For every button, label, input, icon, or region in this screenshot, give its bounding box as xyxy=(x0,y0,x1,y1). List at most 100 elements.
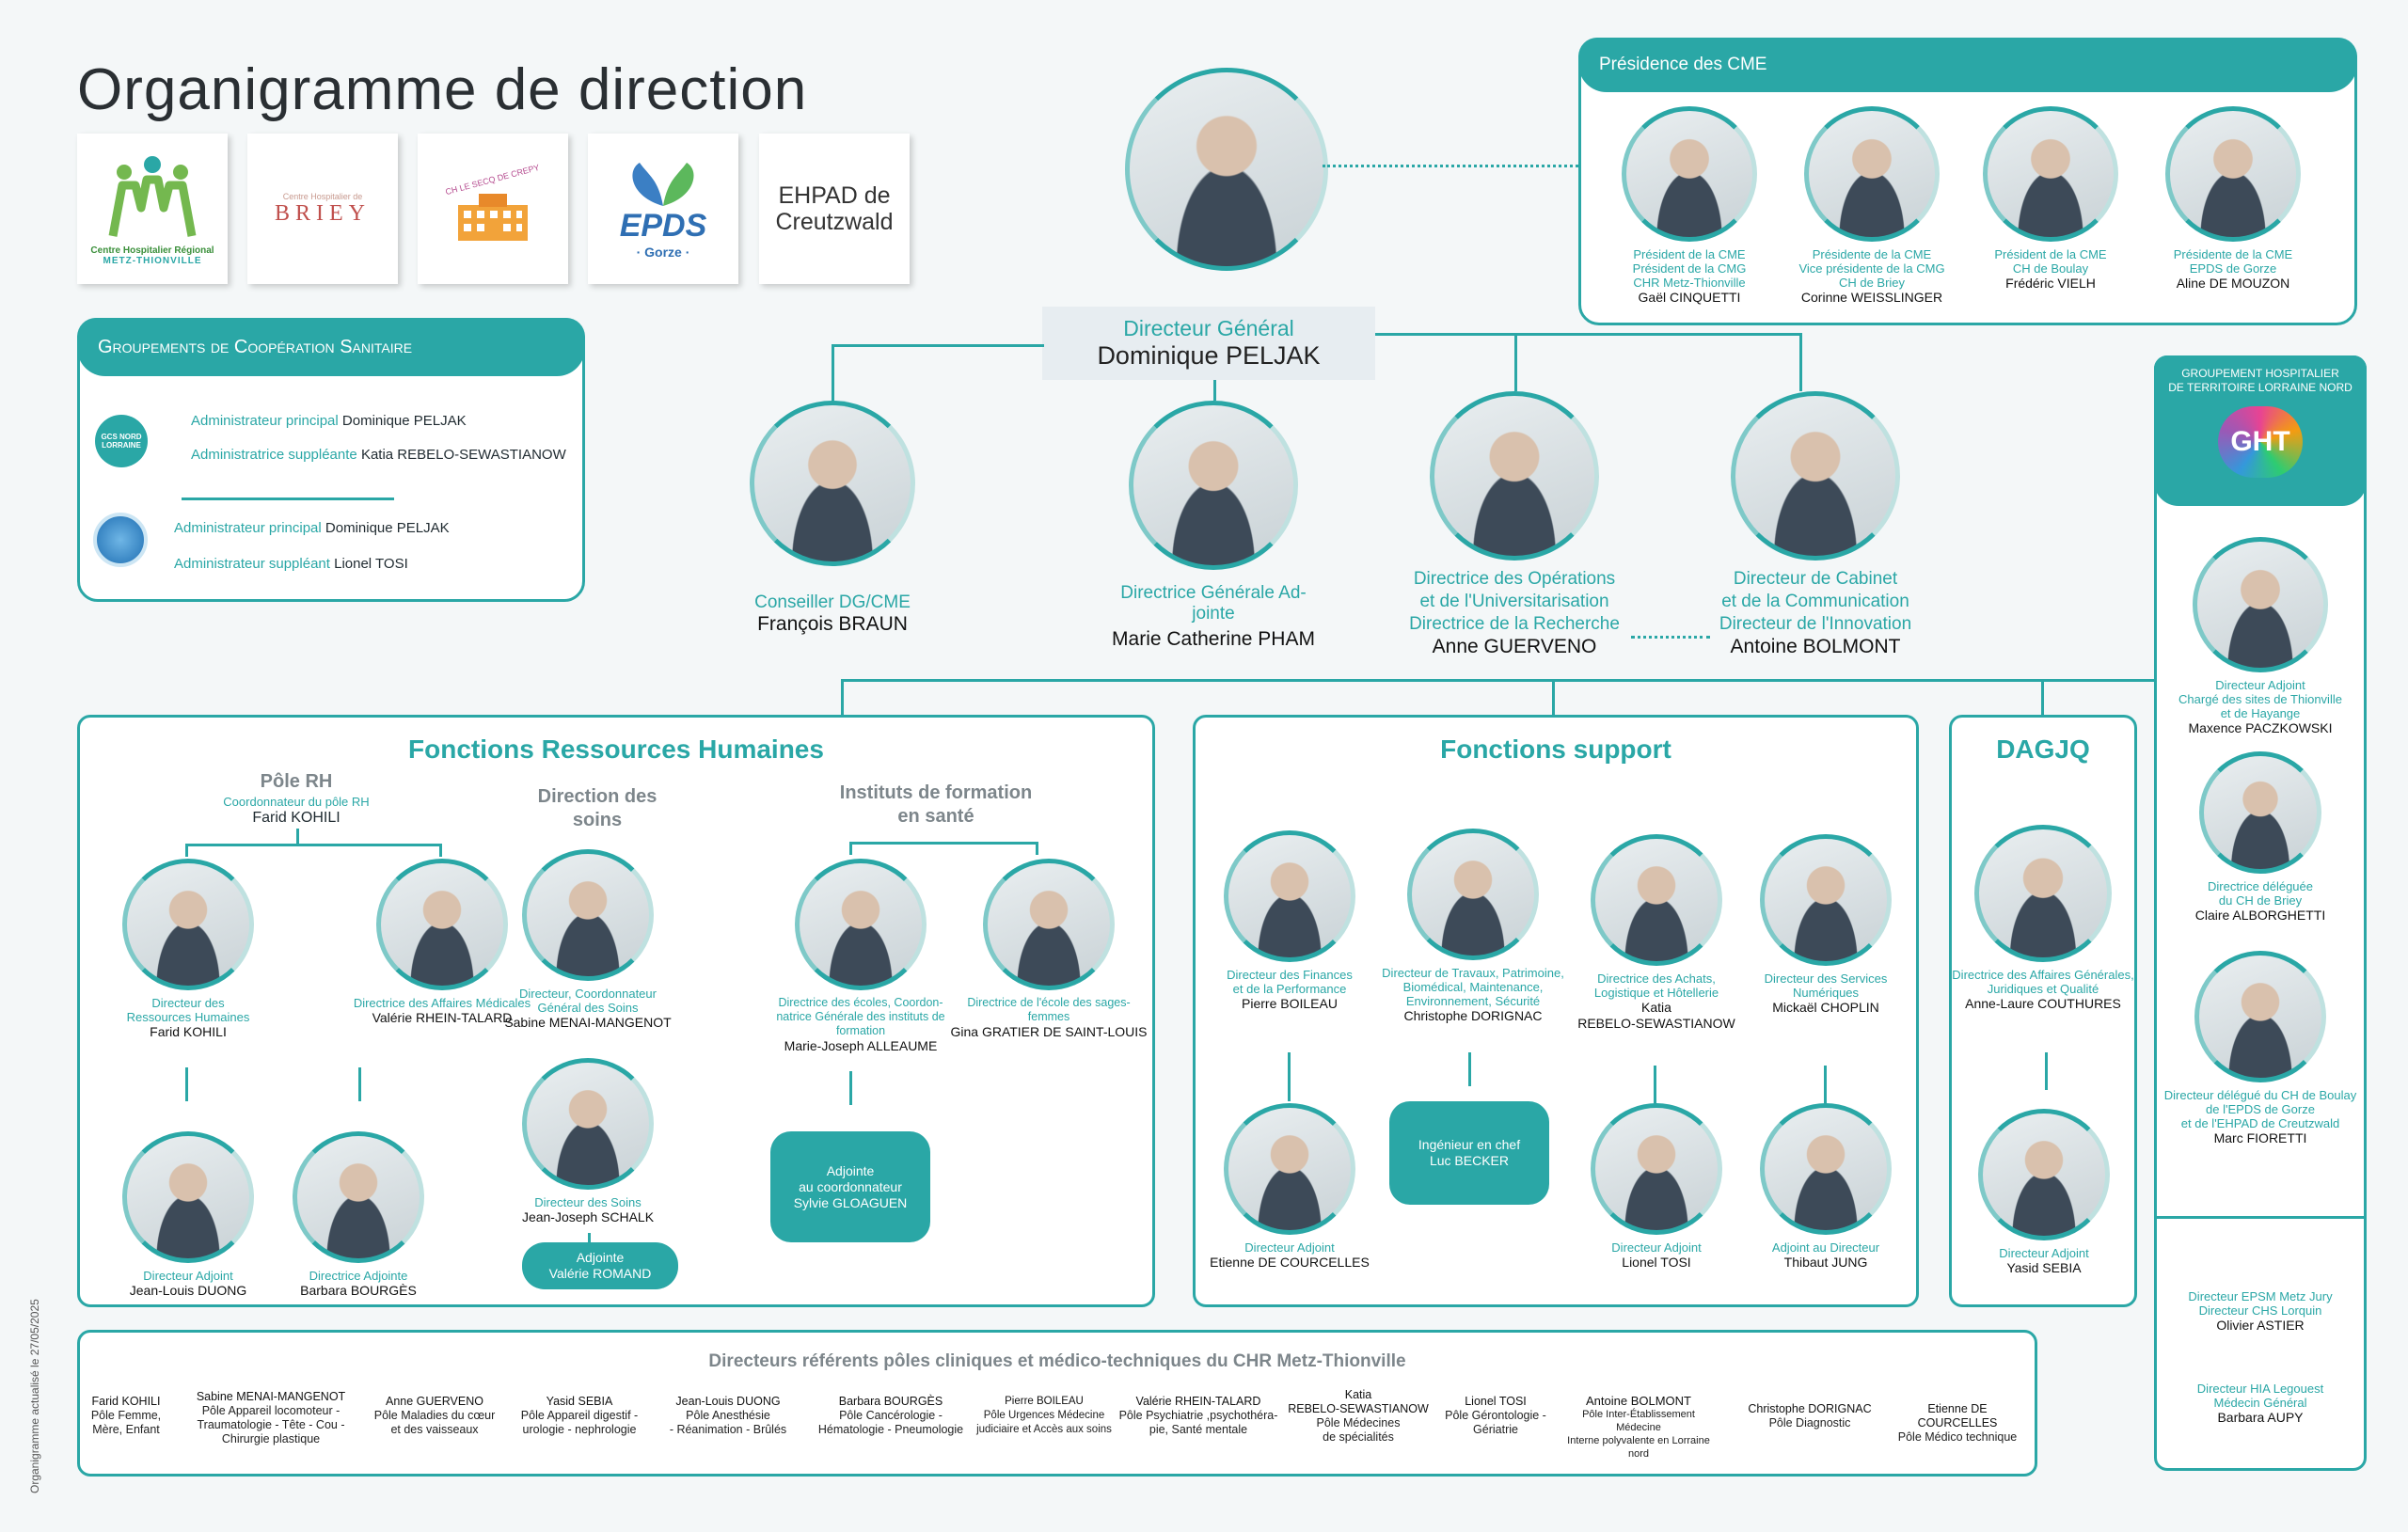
referent-name: Yasid SEBIA xyxy=(546,1395,613,1408)
person-name: Olivier ASTIER xyxy=(2216,1318,2305,1333)
connector xyxy=(185,1067,188,1101)
person-name: Maxence PACZKOWSKI xyxy=(2188,720,2333,735)
person-role: Directrice des écoles, Coordon- natrice … xyxy=(776,996,945,1037)
photo xyxy=(983,859,1115,990)
label-text: Ingénieur en chef xyxy=(1418,1137,1521,1152)
person-bolmont: Directeur de Cabinet et de la Communicat… xyxy=(1693,391,1938,658)
referent-name: Anne GUERVENO xyxy=(386,1395,483,1408)
referent-name: Farid KOHILI xyxy=(91,1395,161,1408)
label-text: Pôle Cancérologie - Hématologie - Pneumo… xyxy=(817,1409,964,1436)
epds-logo-sub: · Gorze · xyxy=(636,244,690,260)
dagjq-section: DAGJQ Directrice des Affaires Générales,… xyxy=(1949,715,2137,1307)
photo xyxy=(2194,951,2326,1082)
pole-rh-title: Pôle RH xyxy=(260,771,333,792)
person-name: Gaël CINQUETTI xyxy=(1638,290,1741,305)
briey-logo-small: Centre Hospitalier de xyxy=(282,191,363,201)
logo-briey: Centre Hospitalier de BRIEY xyxy=(247,134,398,284)
label-text: Pôle Urgences Médecine judiciaire et Acc… xyxy=(976,1410,1112,1435)
person-name: Antoine BOLMONT xyxy=(1730,636,1901,657)
connector xyxy=(588,1233,591,1242)
gcs-name: Katia REBELO-SEWASTIANOW xyxy=(360,447,566,463)
photo xyxy=(1591,1103,1722,1235)
label-text: Adjointe au coordonnateur xyxy=(799,1162,902,1194)
person-name: Valérie RHEIN-TALARD xyxy=(372,1010,513,1025)
connector xyxy=(832,344,1044,347)
person-role: Directrice Adjointe xyxy=(309,1269,408,1283)
person-name: Sabine MENAI-MANGENOT xyxy=(504,1015,672,1030)
person-name: Corinne WEISSLINGER xyxy=(1800,290,1943,305)
person-name: Jean-Louis DUONG xyxy=(129,1283,247,1298)
referent-name: Etienne DE COURCELLES xyxy=(1917,1402,1998,1429)
connector xyxy=(185,844,441,846)
person-role: Directeur des Ressources Humaines xyxy=(126,996,250,1024)
photo xyxy=(122,1131,254,1263)
connector xyxy=(1288,1052,1291,1101)
chr-figures-icon xyxy=(108,156,197,237)
photo xyxy=(750,401,915,566)
person-role: Directeur EPSM Metz Jury Directeur CHS L… xyxy=(2188,1289,2333,1318)
connector xyxy=(1468,1052,1471,1086)
page-title: Organigramme de direction xyxy=(77,57,808,122)
epds-logo-text: EPDS xyxy=(619,207,707,244)
ght-person: Directeur délégué du CH de Boulay de l'E… xyxy=(2157,951,2364,1146)
connector xyxy=(185,844,188,857)
connector xyxy=(1824,1066,1827,1107)
gcs-name: Dominique PELJAK xyxy=(325,520,450,536)
photo xyxy=(1974,825,2112,962)
person-role: Directrice des Affaires Générales, Jurid… xyxy=(1952,968,2134,996)
support-person: Directeur des Finances et de la Performa… xyxy=(1205,830,1374,1012)
gcs-row-1: Administrateur principal Dominique PELJA… xyxy=(191,413,467,429)
chr-logo-line2: METZ-THIONVILLE xyxy=(103,256,202,266)
person-name: Etienne DE COURCELLES xyxy=(1210,1255,1370,1270)
connector xyxy=(849,842,1038,845)
connector xyxy=(1552,679,1555,717)
label-text: Pôle Psychiatrie ,psychothéra- pie, Sant… xyxy=(1118,1409,1278,1436)
referent-name: Christophe DORIGNAC xyxy=(1748,1402,1872,1415)
dg-label-box: Directeur Général Dominique PELJAK xyxy=(1042,307,1375,380)
update-date: Organigramme actualisé le 27/05/2025 xyxy=(28,1299,41,1493)
person-role: Directrice de la Recherche xyxy=(1409,614,1620,634)
briey-logo-text: BRIEY xyxy=(275,200,371,226)
photo xyxy=(2193,537,2328,672)
connector xyxy=(1654,1066,1656,1107)
label-text: Pôle Diagnostic xyxy=(1768,1416,1851,1429)
support-person: Directeur de Travaux, Patrimoine, Bioméd… xyxy=(1374,829,1572,1024)
person-role: Président de la CME CH de Boulay xyxy=(1994,247,2107,276)
referents-section: Directeurs référents pôles cliniques et … xyxy=(77,1330,2037,1477)
ght-divider xyxy=(2157,1216,2364,1219)
person-name: Gina GRATIER DE SAINT-LOUIS xyxy=(950,1024,1148,1039)
person-role: Directeur de Cabinet et de la Communicat… xyxy=(1721,569,1909,611)
photo xyxy=(522,1058,654,1190)
label-text: Sylvie GLOAGUEN xyxy=(793,1194,908,1210)
person-braun: Conseiller DG/CME François BRAUN xyxy=(724,401,941,636)
person-name: Mickaël CHOPLIN xyxy=(1772,1000,1879,1015)
person-role: Directeur des Soins xyxy=(534,1195,642,1209)
gcs-nord-lorraine-icon: GCS NORD LORRAINE xyxy=(95,415,148,467)
person-role: Directeur Adjoint xyxy=(1999,1246,2089,1260)
connector xyxy=(1799,333,1802,391)
connector xyxy=(841,679,844,717)
label-text: Pôle Anesthésie - Réanimation - Brûlés xyxy=(669,1409,787,1436)
ght-logo: GHT xyxy=(2218,406,2303,478)
photo xyxy=(2199,751,2321,874)
photo xyxy=(1731,391,1900,561)
label-text: Luc BECKER xyxy=(1429,1153,1510,1168)
person-name: Thibaut JUNG xyxy=(1783,1255,1868,1270)
photo xyxy=(122,859,254,990)
person-pham: Directrice Générale Ad- jointe Marie Cat… xyxy=(1082,401,1345,651)
